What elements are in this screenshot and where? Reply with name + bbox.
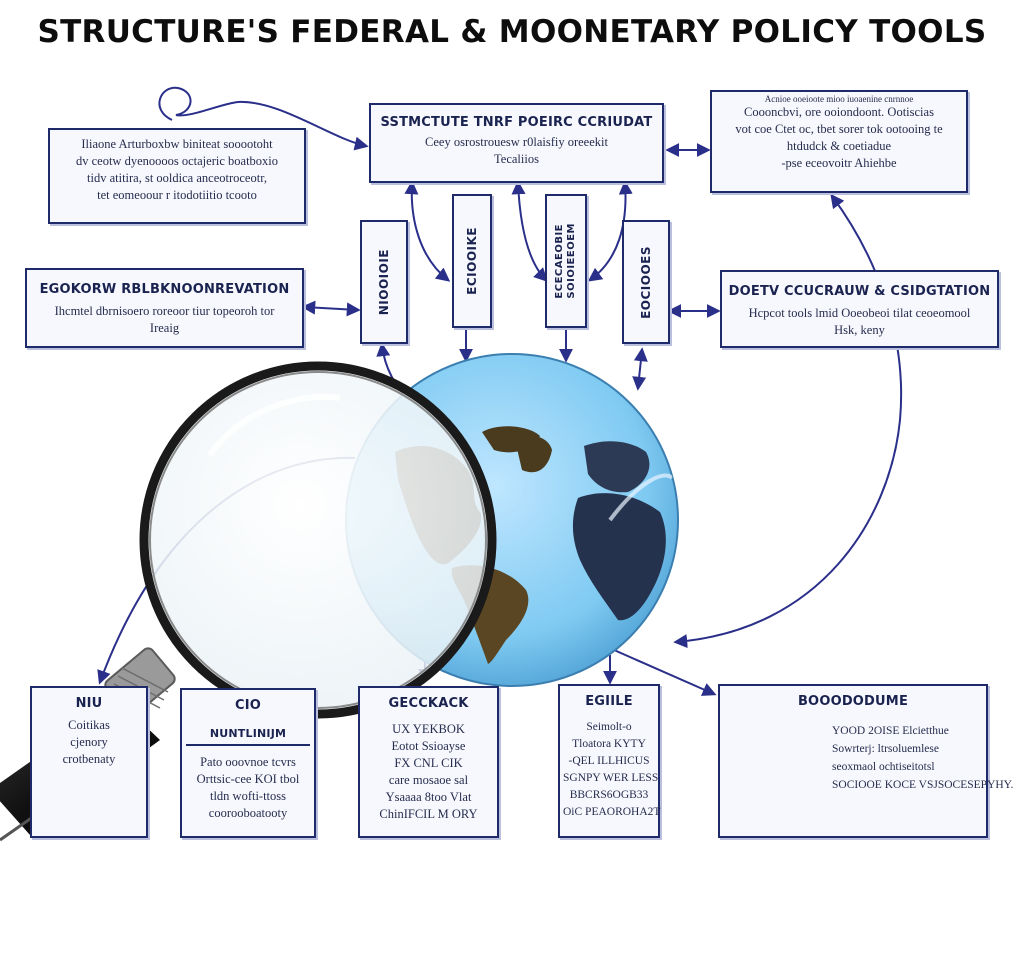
- bottom-box-3: GECCKACK UX YEKBOK Eotot Ssioayse FX CNL…: [358, 686, 499, 838]
- bottom-box-line: tldn wofti-ttoss: [209, 789, 287, 803]
- bottom-box-line: OiC PEAOROHA2T: [563, 806, 661, 818]
- left-mid-line: Ireaig: [149, 321, 180, 335]
- bottom-box-heading: CIO: [234, 698, 262, 713]
- bottom-box-line: SOCIOOE KOCE VSJSOCESEPYHY.: [832, 779, 1014, 791]
- bottom-box-line: -QEL ILLHICUS: [568, 755, 650, 767]
- note-line: htdudck & coetiadue: [786, 139, 892, 153]
- top-center-heading: SSTMCTUTE TNRF POEIRC CCRIUDAT: [380, 115, 653, 130]
- note-line: Coooncbvi, ore ooiondoont. Ootiscias: [744, 105, 934, 119]
- top-center-line: Ceey osrostrouesw r0laisfiy oreeekit: [425, 135, 608, 149]
- bottom-box-line: Pato ooovnoe tcvrs: [200, 755, 296, 769]
- right-mid-heading: DOETV CCUCRAUW & CSIDGTATION: [728, 284, 991, 299]
- note-line: vot coe Ctet oc, tbet sorer tok ootooing…: [735, 122, 943, 136]
- page-title: STRUCTURE'S FEDERAL & MOONETARY POLICY T…: [37, 14, 987, 50]
- bottom-box-1: NIU Coitikas cjenory crotbenaty: [30, 686, 148, 838]
- bottom-box-line: Coitikas: [68, 718, 110, 732]
- vertical-box-label: EOCIOOES: [639, 245, 653, 319]
- bottom-box-heading: NIU: [75, 696, 103, 711]
- bottom-box-heading: GECCKACK: [388, 696, 469, 711]
- left-mid-line: Ihcmtel dbrnisoero roreoor tiur topeoroh…: [54, 304, 275, 318]
- vertical-box-4: EOCIOOES: [622, 220, 670, 344]
- vertical-box-line: ECECAEOBIE: [554, 224, 565, 299]
- bottom-box-line: SGNPY WER LESS: [563, 772, 659, 784]
- left-mid-box: EGOKORW RBLBKNOONREVATION Ihcmtel dbrnis…: [25, 268, 304, 348]
- bottom-box-2: CIO NUNTLINIJM Pato ooovnoe tcvrs Orttsi…: [180, 688, 316, 838]
- bottom-box-line: seoxmaol ochtiseitotsl: [832, 761, 935, 773]
- bottom-box-line: FX CNL CIK: [394, 756, 463, 770]
- right-mid-line: Hcpcot tools lmid Ooeobeoi tilat ceoeomo…: [748, 306, 971, 320]
- top-left-note-box: Iliaone Arturboxbw biniteat sooootoht dv…: [48, 128, 306, 224]
- bottom-box-line: UX YEKBOK: [392, 722, 465, 736]
- note-line: tidv atitira, st ooldica anceotroceotr,: [87, 171, 267, 185]
- right-mid-box: DOETV CCUCRAUW & CSIDGTATION Hcpcot tool…: [720, 270, 999, 348]
- bottom-box-line: Eotot Ssioayse: [391, 739, 466, 753]
- left-mid-heading: EGOKORW RBLBKNOONREVATION: [39, 282, 290, 297]
- top-right-note-box: Acnioe ooeioote mioo iuoaenine cnrnnoe C…: [710, 90, 968, 193]
- note-line: -pse eceovoitr Ahiehbe: [781, 156, 897, 170]
- vertical-box-label: NIOOIOIE: [377, 248, 391, 316]
- note-line: tet eomeoour r itodotiitio tcooto: [97, 188, 257, 202]
- bottom-box-line: ChinIFCIL M ORY: [379, 807, 478, 821]
- bottom-box-line: crotbenaty: [62, 752, 116, 766]
- vertical-box-label: ECIOOIKE: [465, 227, 479, 295]
- top-center-box: SSTMCTUTE TNRF POEIRC CCRIUDAT Ceey osro…: [369, 103, 664, 183]
- bottom-box-4: EGIILE Seimolt-o Tloatora KYTY -QEL ILLH…: [558, 684, 660, 838]
- bottom-box-line: YOOD 2OISE Elcietthue: [832, 725, 949, 737]
- right-mid-line: Hsk, keny: [834, 323, 885, 337]
- note-line: dv ceotw dyenoooos octajeric boatboxio: [75, 154, 279, 168]
- bottom-box-line: Sowrterj: ltrsoluemlese: [832, 743, 939, 755]
- top-center-line: Tecaliios: [494, 152, 539, 166]
- bottom-box-line: Seimolt-o: [586, 721, 632, 733]
- vertical-box-1: NIOOIOIE: [360, 220, 408, 344]
- bottom-box-subheading: NUNTLINIJM: [186, 727, 310, 746]
- bottom-box-line: care mosaoe sal: [388, 773, 469, 787]
- bottom-box-line: Tloatora KYTY: [572, 738, 646, 750]
- bottom-box-line: coorooboatooty: [208, 806, 288, 820]
- vertical-box-line: SOIOIEEOEM: [566, 223, 577, 299]
- bottom-box-5: BOOODODUME YOOD 2OISE Elcietthue Sowrter…: [718, 684, 1014, 838]
- bottom-box-line: Ysaaaa 8too Vlat: [385, 790, 472, 804]
- vertical-box-2: ECIOOIKE: [452, 194, 492, 328]
- bottom-box-heading: EGIILE: [585, 694, 633, 709]
- bottom-box-heading: BOOODODUME: [797, 694, 909, 709]
- note-line: Iliaone Arturboxbw biniteat sooootoht: [81, 137, 273, 151]
- note-line: Acnioe ooeioote mioo iuoaenine cnrnnoe: [764, 94, 914, 104]
- bottom-box-line: cjenory: [70, 735, 108, 749]
- bottom-box-line: BBCRS6OGB33: [569, 789, 649, 801]
- bottom-box-line: Orttsic-cee KOI tbol: [196, 772, 300, 786]
